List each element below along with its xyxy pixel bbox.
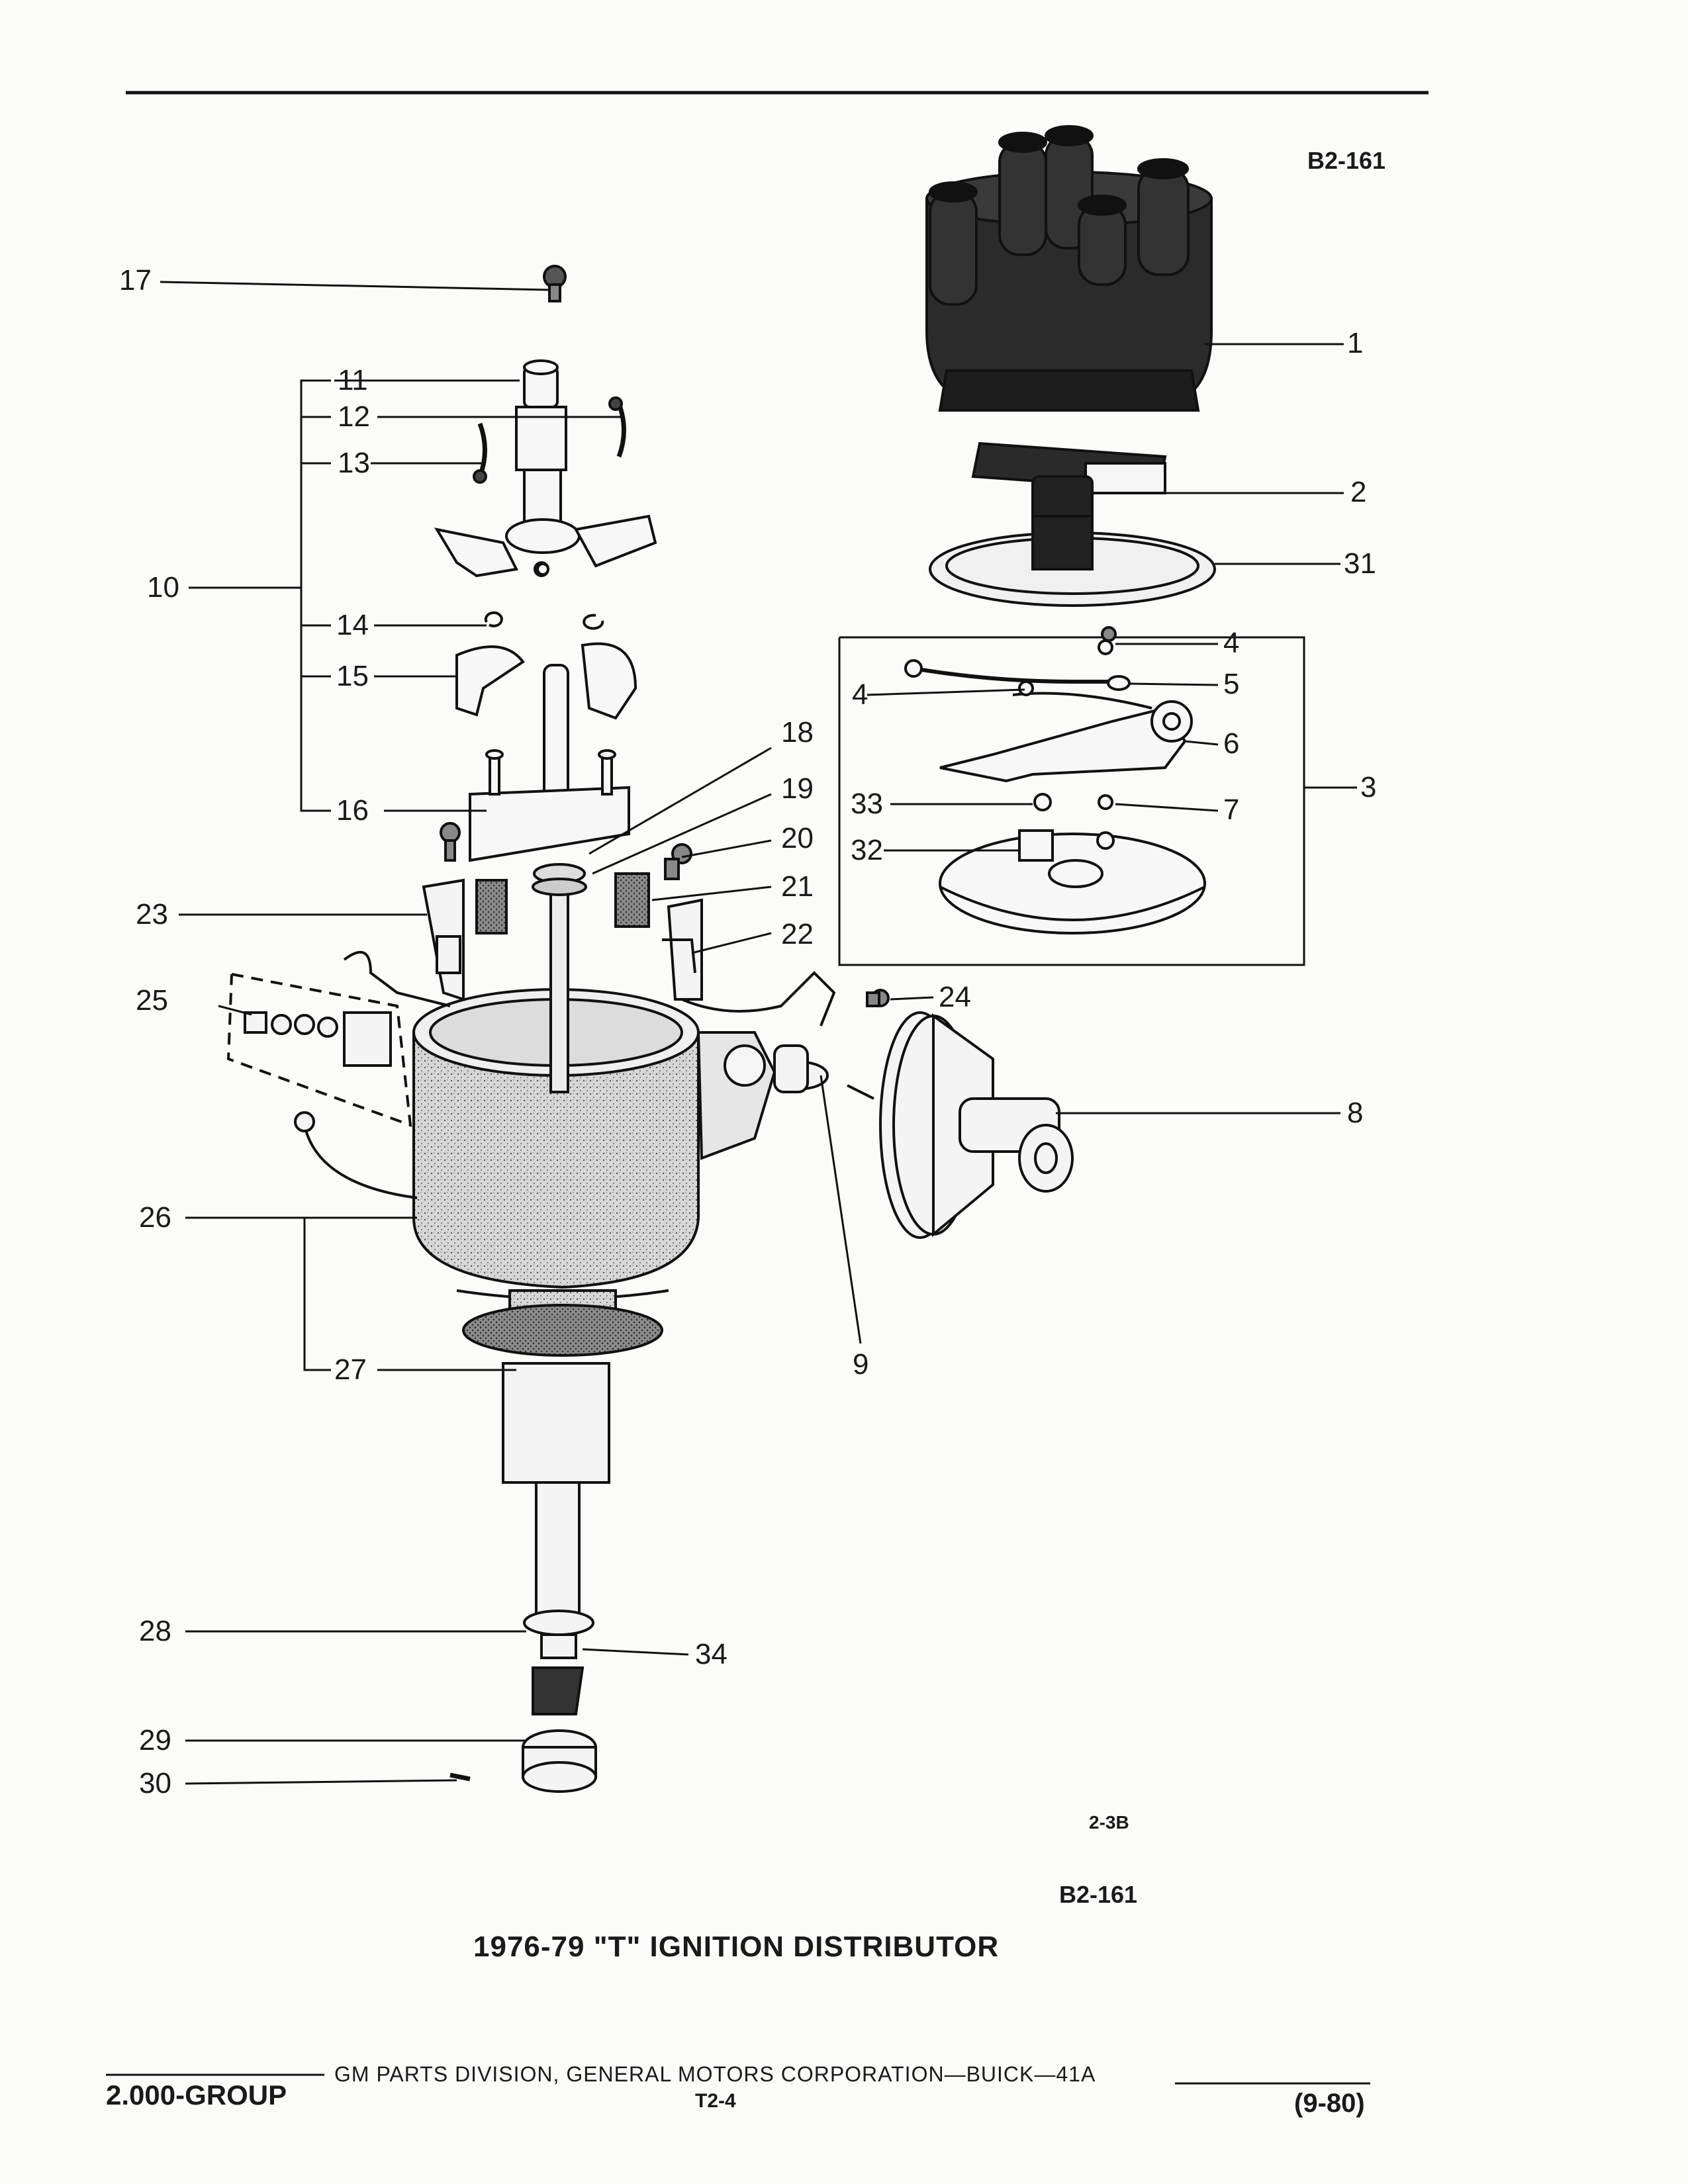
callout-7: 7 (1223, 794, 1240, 826)
callout-3: 3 (1360, 771, 1377, 803)
small-screws (440, 626, 1117, 1007)
vacuum-advance (773, 1011, 1074, 1239)
leader-lines (160, 281, 1344, 1785)
figure-code-bottom: B2-161 (1059, 1881, 1138, 1908)
callout-26: 26 (139, 1201, 171, 1234)
page-number: T2-4 (695, 2090, 736, 2112)
callout-6: 6 (1223, 727, 1240, 760)
callout-24: 24 (939, 981, 971, 1013)
callout-28: 28 (139, 1615, 171, 1647)
callout-18: 18 (781, 716, 814, 749)
callout-31: 31 (1344, 547, 1376, 580)
callout-22: 22 (781, 918, 814, 950)
shaft-lower-parts (449, 1610, 597, 1793)
callout-2: 2 (1350, 476, 1367, 508)
callout-32: 32 (851, 834, 883, 866)
figure-code-top: B2-161 (1307, 147, 1386, 174)
callout-17: 17 (119, 264, 152, 296)
callout-27: 27 (334, 1353, 367, 1386)
sub-figure-code: 2-3B (1089, 1812, 1129, 1833)
callout-34: 34 (695, 1638, 727, 1670)
distributor-cap (925, 125, 1213, 412)
callout-25: 25 (136, 984, 168, 1017)
cap-screw (543, 265, 567, 302)
module-assembly (838, 636, 1357, 966)
callout-5: 5 (1223, 668, 1240, 700)
terminals-and-connectors (226, 872, 836, 1199)
page-title: 1976-79 "T" IGNITION DISTRIBUTOR (473, 1931, 1000, 1963)
revision-date: (9-80) (1294, 2089, 1365, 2118)
cap-shield (929, 515, 1216, 607)
callout-21: 21 (781, 870, 814, 903)
callout-16: 16 (336, 794, 369, 827)
callout-19: 19 (781, 772, 814, 805)
callout-29: 29 (139, 1724, 171, 1756)
housing (412, 863, 776, 1629)
callout-13: 13 (338, 447, 370, 479)
callout-20: 20 (781, 822, 814, 854)
callout-33: 33 (851, 788, 883, 820)
callout-9: 9 (853, 1348, 869, 1381)
callout-4-left: 4 (852, 678, 868, 711)
callout-10: 10 (147, 571, 179, 604)
group-label: 2.000-GROUP (106, 2079, 287, 2111)
callout-14: 14 (336, 609, 369, 641)
publisher-line: GM PARTS DIVISION, GENERAL MOTORS CORPOR… (334, 2062, 1096, 2086)
callout-8: 8 (1347, 1097, 1364, 1129)
advance-weights-assembly (434, 359, 657, 862)
callout-11: 11 (338, 364, 368, 396)
callout-1: 1 (1347, 327, 1364, 359)
callout-15: 15 (336, 660, 369, 692)
callout-12: 12 (338, 400, 370, 433)
callout-30: 30 (139, 1767, 171, 1799)
callout-23: 23 (136, 898, 168, 931)
callout-4-right: 4 (1223, 627, 1240, 659)
